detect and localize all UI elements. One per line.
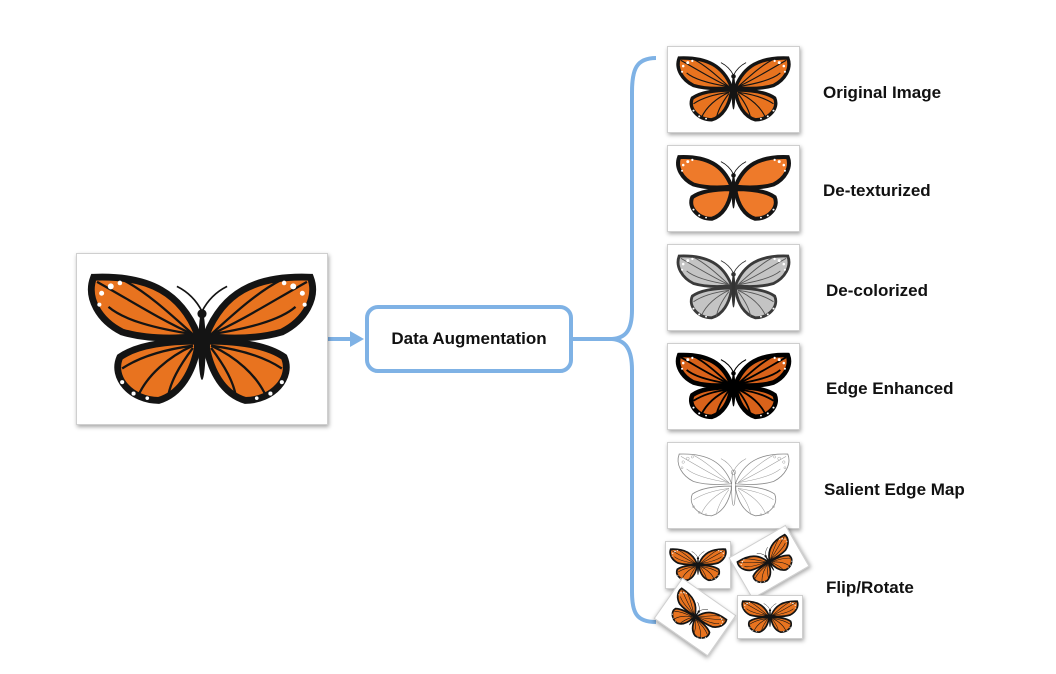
butterfly-icon [736,533,793,584]
flip-rotate-tile-1 [665,541,731,589]
original-image-thumbnail [667,46,800,133]
butterfly-icon [671,587,728,639]
de-texturized-thumbnail [667,145,800,232]
data-augmentation-box: Data Augmentation [365,305,573,373]
output-label-salient-edge-map: Salient Edge Map [824,480,965,499]
butterfly-icon [741,600,799,634]
flip-rotate-tile-4 [737,595,803,639]
flip-rotate-tile-3 [653,577,737,657]
input-arrow [328,331,364,347]
butterfly-icon [676,254,791,320]
flip-rotate-tile-2 [728,524,810,600]
salient-edge-map-thumbnail [667,442,800,529]
butterfly-icon [675,352,792,420]
data-augmentation-label: Data Augmentation [391,329,547,348]
output-label-original-image: Original Image [823,83,942,102]
de-colorized-thumbnail [667,244,800,331]
butterfly-icon [676,56,791,122]
butterfly-icon [677,453,790,517]
butterfly-icon [669,548,727,582]
butterfly-icon [676,155,791,221]
output-label-edge-enhanced: Edge Enhanced [826,379,954,398]
butterfly-icon [87,273,317,404]
edge-enhanced-thumbnail [667,343,800,430]
curly-bracket [611,56,657,624]
output-label-flip-rotate: Flip/Rotate [826,578,914,597]
output-label-de-texturized: De-texturized [823,181,931,200]
input-butterfly-image [76,253,328,425]
output-label-de-colorized: De-colorized [826,281,929,300]
